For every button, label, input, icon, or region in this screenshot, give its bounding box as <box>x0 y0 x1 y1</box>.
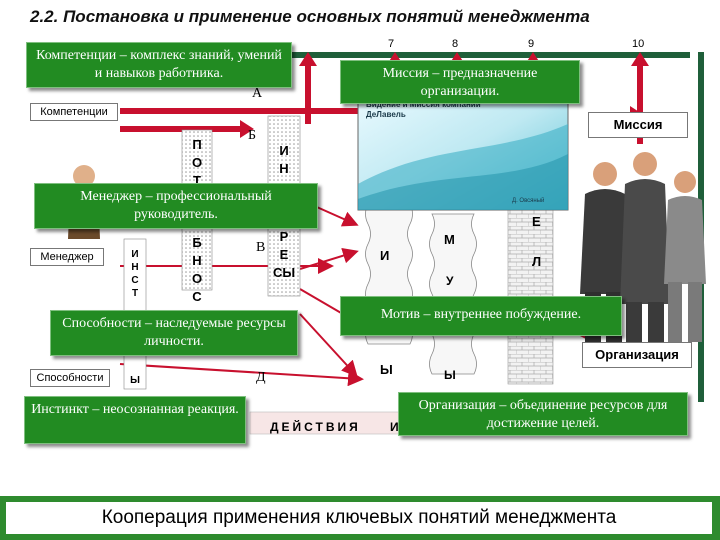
abilities-callout: Способности – наследуемые ресурсы личнос… <box>50 310 298 356</box>
resursy-top-letters: И Н <box>274 142 294 178</box>
column-number-8: 8 <box>452 38 458 50</box>
resursy-letter: И <box>274 142 294 160</box>
resursy-letter: Е <box>270 246 298 264</box>
mission-label: Миссия <box>588 112 688 138</box>
inst-tail-letter: Ы <box>126 374 144 387</box>
footer-caption: Кооперация применения ключевых понятий м… <box>6 502 712 534</box>
letter-d: Д <box>256 370 266 386</box>
manager-label: Менеджер <box>30 248 104 266</box>
organization-label: Организация <box>582 342 692 368</box>
resursy-letter: СЫ <box>270 264 298 282</box>
inst-letter: Т <box>126 287 144 300</box>
mission-callout: Миссия – предназначение организации. <box>340 60 580 104</box>
obnos-letter: С <box>188 288 206 306</box>
page-title: 2.2. Постановка и применение основных по… <box>0 0 720 34</box>
actions-label: ДЕЙСТВИЯ <box>270 420 361 434</box>
manager-callout: Менеджер – профессиональный руководитель… <box>34 183 318 229</box>
col-i-letter: И <box>380 248 389 263</box>
inst-column-letters: И Н С Т <box>126 248 144 300</box>
potr-letter: О <box>188 154 206 172</box>
inst-letter: С <box>126 274 144 287</box>
obnos-column-letters: Б Н О С <box>188 234 206 306</box>
col-l-letter: Л <box>532 254 541 269</box>
column-number-10: 10 <box>632 38 644 50</box>
potr-letter: П <box>188 136 206 154</box>
col-y2-letter: Ы <box>444 368 456 382</box>
letter-v: В <box>256 240 265 256</box>
potr-column-letters: П О Т <box>188 136 206 190</box>
letter-a: А <box>252 86 262 102</box>
column-number-9: 9 <box>528 38 534 50</box>
col-m-letter: М <box>444 232 455 247</box>
col-u-letter: У <box>446 274 453 288</box>
col-e-letter: Е <box>532 214 541 229</box>
resursy-letter: Р <box>270 228 298 246</box>
competencies-label: Компетенции <box>30 103 118 121</box>
obnos-letter: Н <box>188 252 206 270</box>
col-y1-letter: Ы <box>380 362 393 377</box>
obnos-letter: О <box>188 270 206 288</box>
footer-bar: Кооперация применения ключевых понятий м… <box>0 496 720 540</box>
abilities-label: Способности <box>30 369 110 387</box>
obnos-letter: Б <box>188 234 206 252</box>
instinct-callout: Инстинкт – неосознанная реакция. <box>24 396 246 444</box>
organization-callout: Организация – объединение ресурсов для д… <box>398 392 688 436</box>
column-number-7: 7 <box>388 38 394 50</box>
resursy-letter: Н <box>274 160 294 178</box>
inst-letter: И <box>126 248 144 261</box>
resursy-column-letters: Р Е СЫ <box>270 228 298 282</box>
book-author: Д. Овсяный <box>512 198 544 204</box>
inst-letter: Н <box>126 261 144 274</box>
motive-callout: Мотив – внутреннее побуждение. <box>340 296 622 336</box>
competencies-callout: Компетенции – комплекс знаний, умений и … <box>26 42 292 88</box>
org-brick-column <box>508 204 553 384</box>
letter-b: Б <box>248 128 256 144</box>
